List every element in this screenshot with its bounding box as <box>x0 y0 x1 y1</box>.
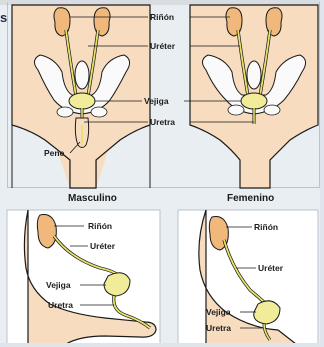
label-urethra-male: Uretra <box>48 300 73 310</box>
female-front-figure <box>184 5 318 188</box>
label-bladder-female: Vejiga <box>206 307 231 317</box>
label-urethra-female: Uretra <box>206 323 231 333</box>
male-front-figure <box>12 5 150 188</box>
label-ureter-top: Uréter <box>150 41 175 51</box>
label-ureter-male: Uréter <box>90 241 115 251</box>
female-side-figure <box>178 210 318 344</box>
male-side-figure <box>7 210 160 344</box>
label-ureter-female: Uréter <box>258 263 283 273</box>
label-kidney-top: Riñón <box>150 12 174 22</box>
label-penis-top: Pene <box>44 148 64 158</box>
bottom-border <box>0 343 324 347</box>
caption-male: Masculino <box>68 193 117 204</box>
caption-female: Femenino <box>227 193 274 204</box>
label-urethra-top: Uretra <box>150 117 175 127</box>
label-bladder-male: Vejiga <box>46 280 71 290</box>
right-border <box>320 0 324 347</box>
label-kidney-female: Riñón <box>254 222 278 232</box>
label-kidney-male: Riñón <box>88 221 112 231</box>
label-bladder-top: Vejiga <box>144 96 169 106</box>
